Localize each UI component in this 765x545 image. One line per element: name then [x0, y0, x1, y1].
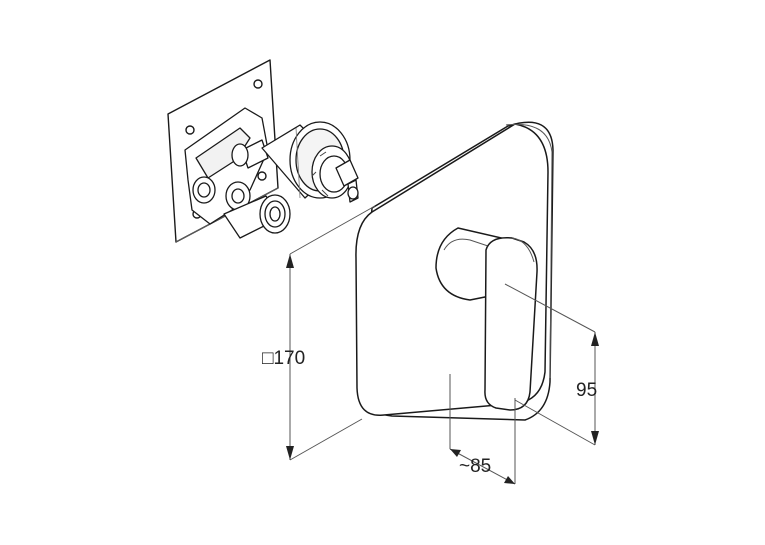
dimension-arrows	[286, 254, 599, 484]
dimension-label-170: □170	[262, 348, 305, 369]
dimension-label-85: ~85	[459, 456, 491, 477]
lever-handle	[435, 227, 538, 411]
dimension-label-95: 95	[576, 380, 597, 401]
dimension-lines	[289, 205, 596, 485]
valve-body	[184, 107, 359, 239]
